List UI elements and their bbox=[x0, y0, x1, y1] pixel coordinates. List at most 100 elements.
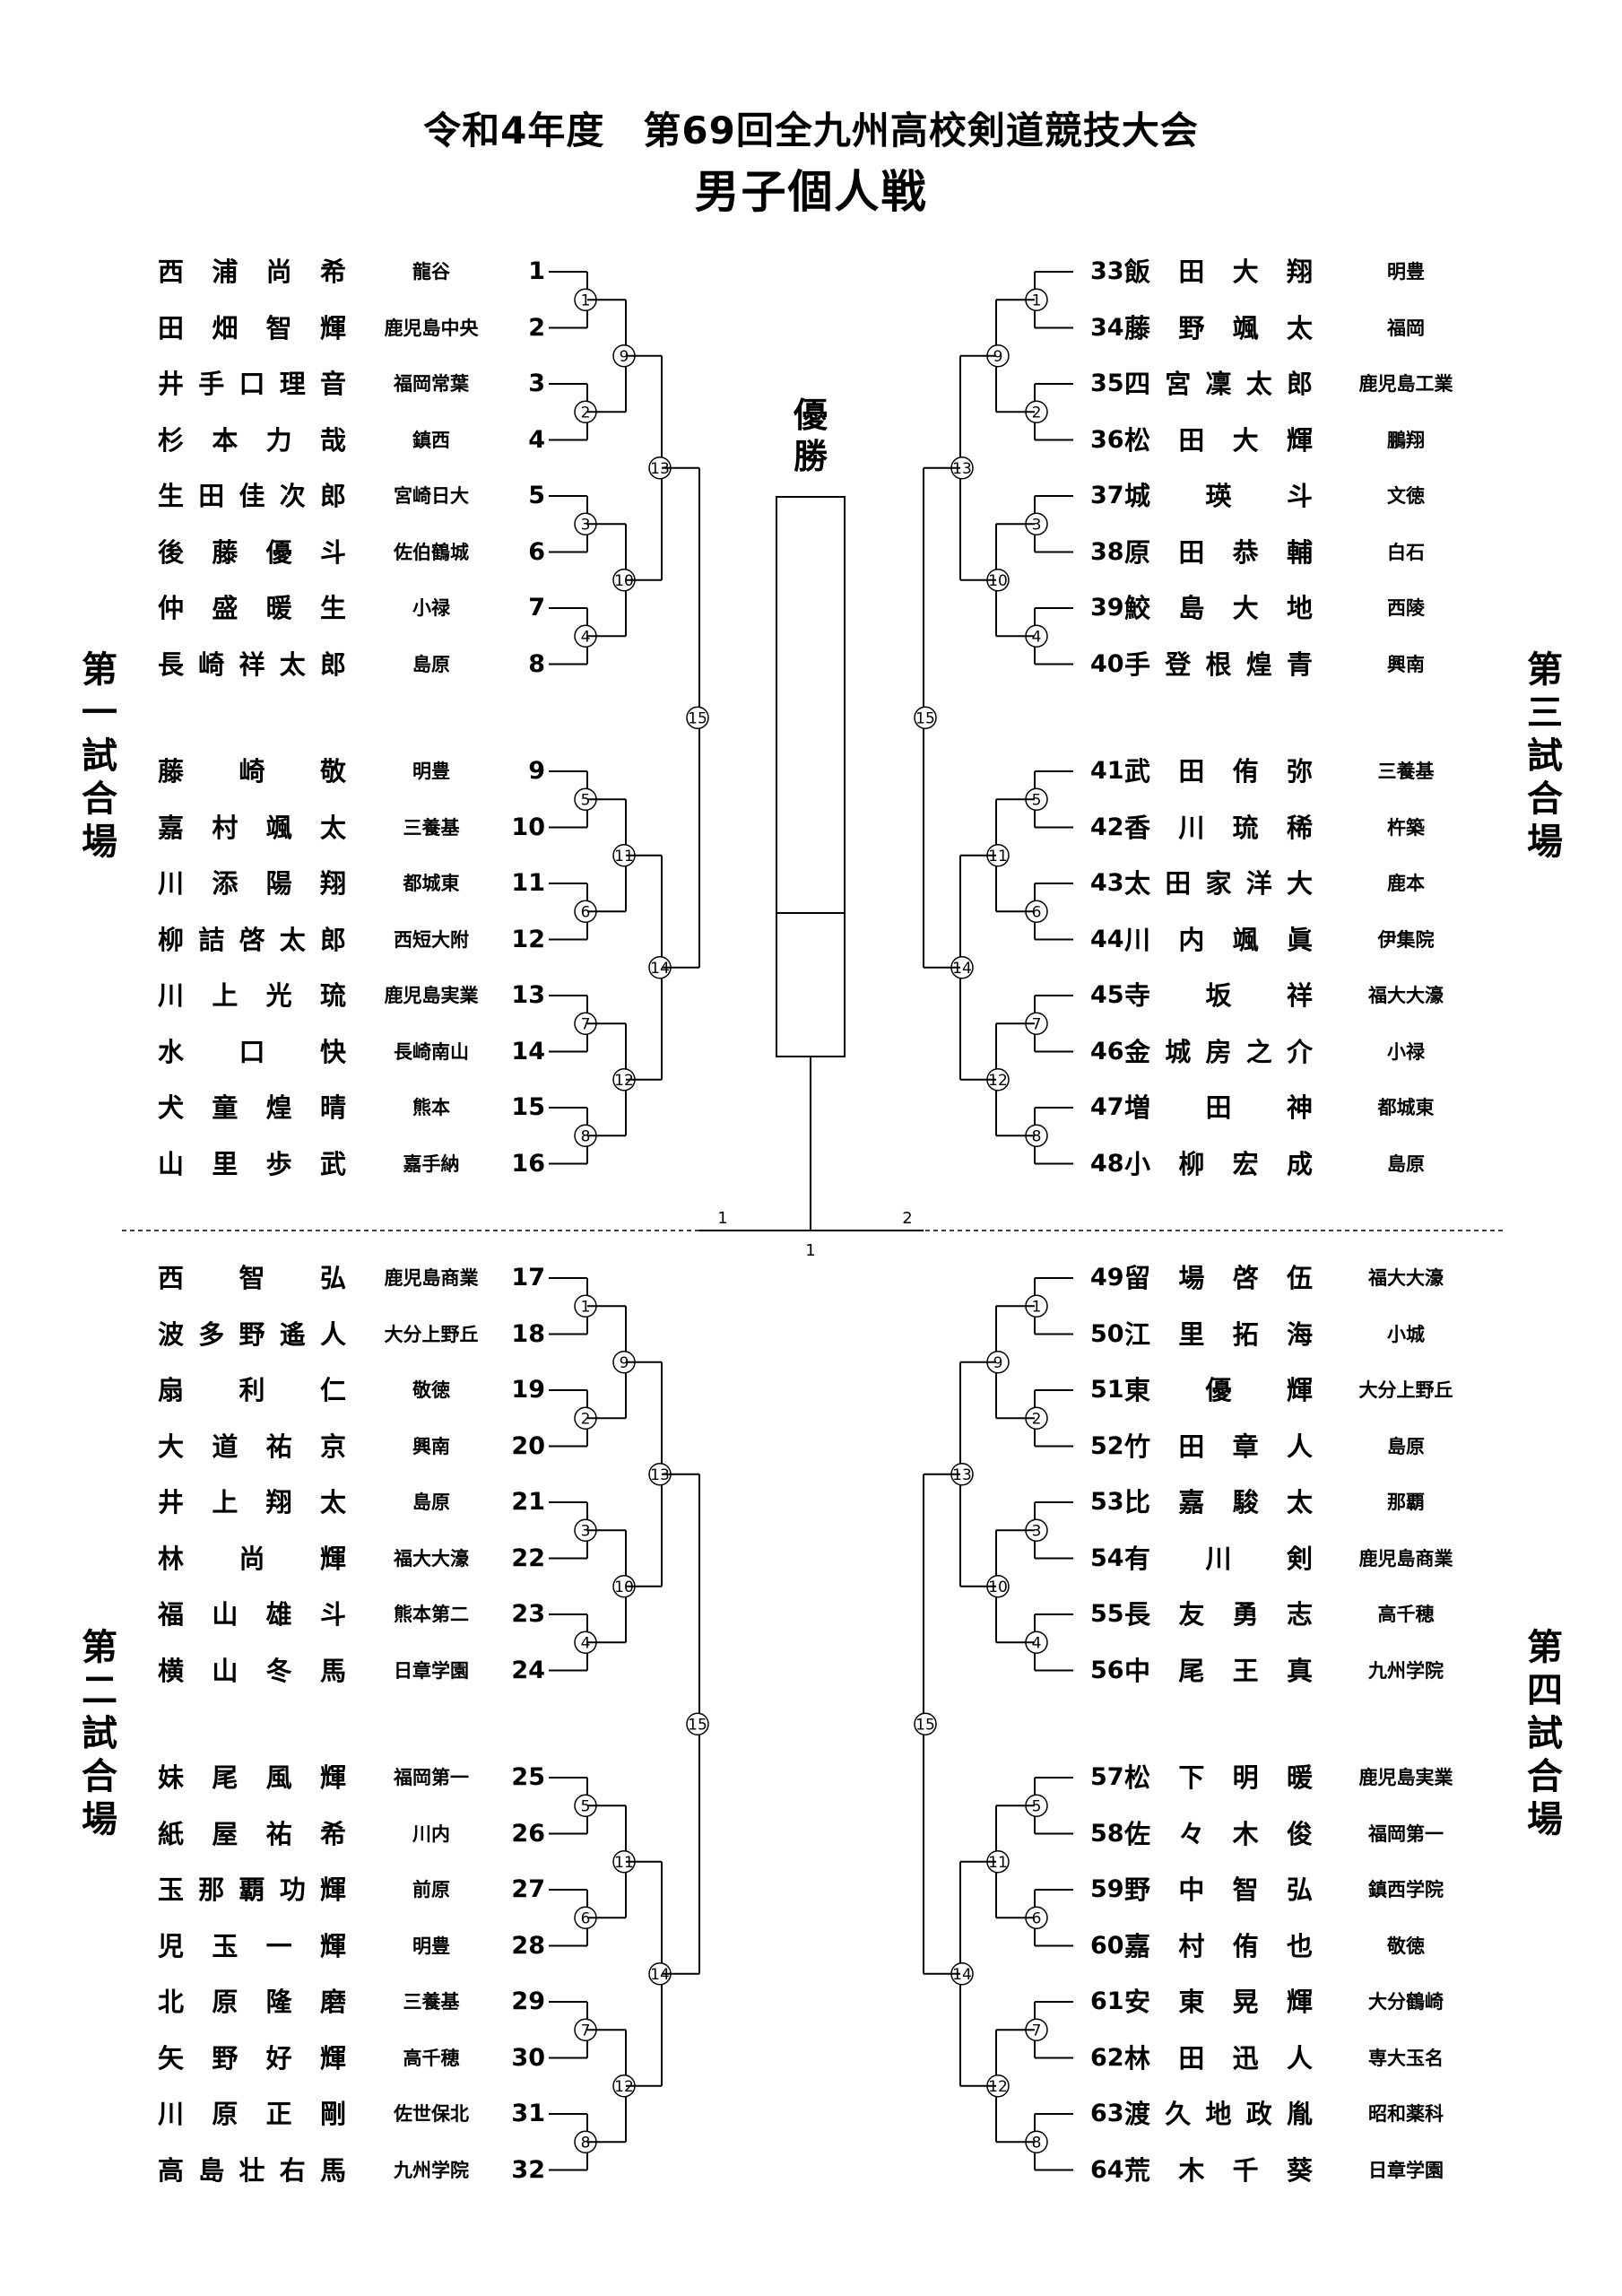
player-name: 江里拓海 bbox=[1124, 1318, 1313, 1350]
entry-number: 35 bbox=[1090, 370, 1124, 397]
match-number-label: 1 bbox=[574, 1294, 597, 1318]
entry-number: 21 bbox=[511, 1488, 545, 1516]
school-name: 福岡第一 bbox=[394, 1767, 469, 1788]
entry-number: 9 bbox=[528, 757, 545, 785]
player-name: 扇利仁 bbox=[158, 1375, 346, 1405]
svg-text:8: 8 bbox=[581, 1127, 591, 1145]
match-number-label: 12 bbox=[612, 2074, 636, 2098]
entry-number: 25 bbox=[511, 1763, 545, 1791]
entry-number: 37 bbox=[1090, 482, 1124, 509]
svg-text:1: 1 bbox=[1032, 291, 1042, 309]
svg-text:12: 12 bbox=[988, 2078, 1008, 2096]
player-name: 柳詰啓太郎 bbox=[158, 924, 346, 955]
school-name: 敬徳 bbox=[1387, 1935, 1425, 1957]
entry-number: 20 bbox=[511, 1431, 545, 1460]
svg-text:5: 5 bbox=[581, 1797, 591, 1815]
school-name: 福大大濠 bbox=[394, 1547, 469, 1570]
player-name: 生田佳次郎 bbox=[158, 481, 346, 511]
player-name: 野中智弘 bbox=[1124, 1874, 1313, 1905]
school-name: 高千穂 bbox=[403, 2047, 460, 2069]
school-name: 伊集院 bbox=[1377, 928, 1435, 951]
match-number-label: 10 bbox=[986, 1575, 1010, 1598]
player-name: 佐々木俊 bbox=[1124, 1818, 1313, 1849]
entry-number: 41 bbox=[1090, 757, 1124, 785]
svg-text:7: 7 bbox=[1032, 1015, 1042, 1033]
page-title: 令和4年度 第69回全九州高校剣道競技大会 bbox=[423, 109, 1199, 152]
entry-number: 42 bbox=[1090, 813, 1124, 841]
entry-number: 15 bbox=[511, 1093, 545, 1121]
entry-number: 8 bbox=[528, 649, 545, 678]
player-name: 矢野好輝 bbox=[158, 2042, 346, 2074]
school-name: 鵬翔 bbox=[1387, 429, 1425, 451]
svg-text:1: 1 bbox=[1032, 1298, 1042, 1316]
school-name: 鹿児島商業 bbox=[384, 1267, 479, 1289]
player-name: 武田侑弥 bbox=[1124, 756, 1313, 787]
player-name: 藤野颯太 bbox=[1124, 312, 1313, 344]
entry-number: 12 bbox=[511, 925, 545, 953]
player-name: 渡久地政胤 bbox=[1124, 2099, 1313, 2129]
venue-label-1: 第一試合場 bbox=[75, 650, 117, 865]
entry-number: 64 bbox=[1090, 2155, 1124, 2184]
player-name: 井上翔太 bbox=[158, 1487, 346, 1518]
svg-text:8: 8 bbox=[1032, 2134, 1042, 2152]
entry-number: 31 bbox=[511, 2100, 545, 2127]
player-name: 鮫島大地 bbox=[1124, 593, 1313, 623]
entry-number: 45 bbox=[1090, 981, 1124, 1009]
player-name: 城瑛斗 bbox=[1124, 481, 1313, 511]
entry-number: 1 bbox=[528, 257, 545, 285]
school-name: 都城東 bbox=[1377, 1097, 1435, 1118]
entry-number: 2 bbox=[528, 313, 545, 342]
svg-text:5: 5 bbox=[581, 791, 591, 809]
player-name: 手登根煌青 bbox=[1124, 648, 1313, 680]
svg-text:2: 2 bbox=[581, 404, 591, 422]
svg-text:6: 6 bbox=[581, 1909, 591, 1927]
player-name: 増田神 bbox=[1124, 1092, 1313, 1123]
player-name: 藤崎敬 bbox=[158, 756, 346, 787]
svg-text:5: 5 bbox=[1032, 791, 1042, 809]
match-number-label: 13 bbox=[648, 1463, 672, 1486]
school-name: 小禄 bbox=[412, 597, 450, 619]
school-name: 島原 bbox=[412, 1492, 450, 1513]
entry-number: 38 bbox=[1090, 537, 1124, 566]
entry-row: 井上翔太 島原 21 bbox=[0, 1486, 1622, 1518]
school-name: 島原 bbox=[1387, 1152, 1425, 1175]
entry-number: 33 bbox=[1090, 257, 1124, 285]
winner-box bbox=[776, 496, 846, 1057]
svg-text:12: 12 bbox=[614, 2078, 634, 2096]
entry-number: 11 bbox=[511, 869, 545, 897]
school-name: 那覇 bbox=[1387, 1492, 1425, 1513]
svg-text:14: 14 bbox=[650, 960, 670, 978]
school-name: 福大大濠 bbox=[1368, 985, 1444, 1006]
player-name: 嘉村侑也 bbox=[1124, 1930, 1313, 1961]
svg-text:4: 4 bbox=[1032, 1634, 1042, 1652]
entry-number: 34 bbox=[1090, 313, 1124, 342]
svg-text:7: 7 bbox=[581, 2022, 591, 2039]
entry-number: 23 bbox=[511, 1600, 545, 1628]
entry-number: 46 bbox=[1090, 1037, 1124, 1065]
player-name: 大道祐京 bbox=[158, 1431, 346, 1462]
player-name: 四宮凜太郎 bbox=[1124, 369, 1313, 399]
school-name: 高千穂 bbox=[1377, 1604, 1435, 1625]
